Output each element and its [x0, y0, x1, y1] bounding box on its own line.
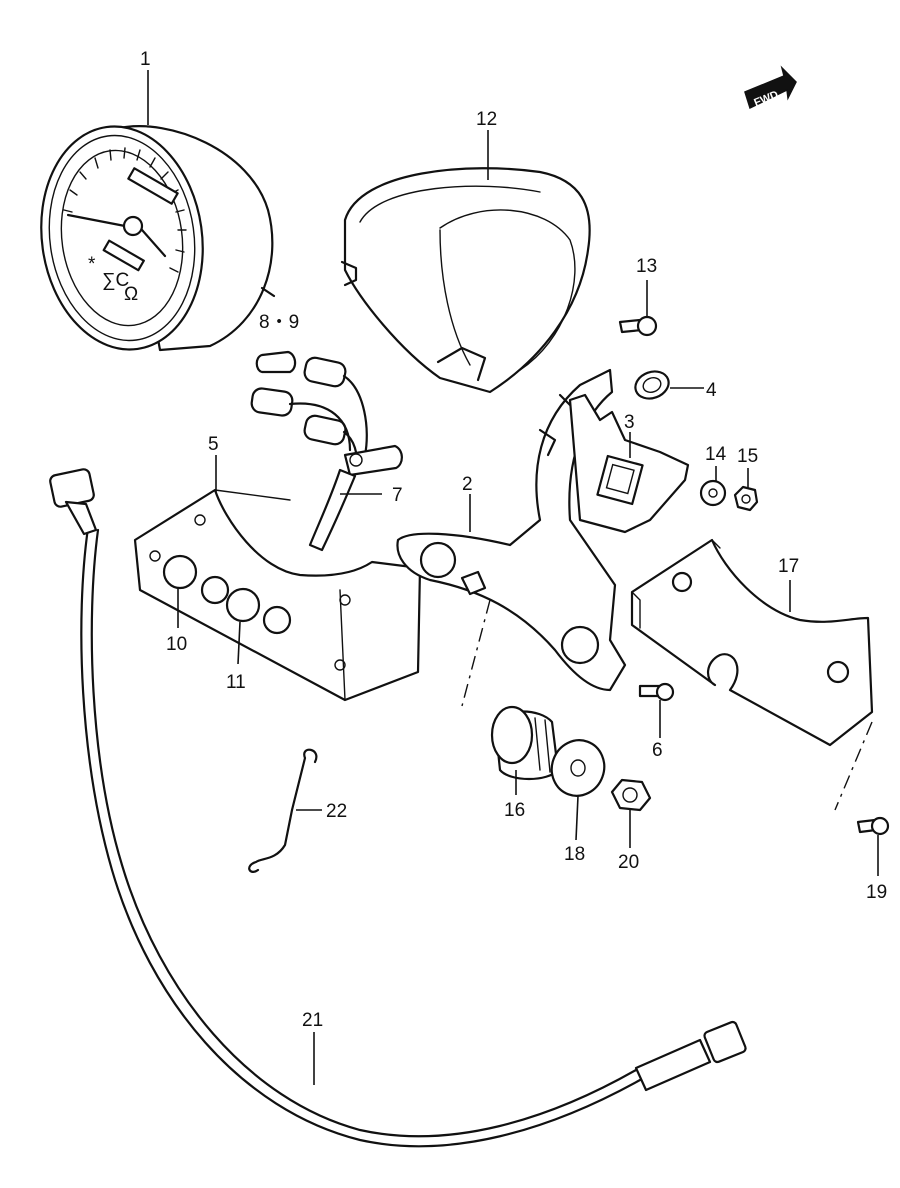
callout-10: 10 [166, 634, 187, 655]
callout-4: 4 [706, 380, 717, 401]
callout-18: 18 [564, 844, 585, 865]
lower-bracket [133, 488, 422, 702]
switch-clip [568, 370, 690, 534]
callout-3: 3 [624, 412, 635, 433]
callout-6: 6 [652, 740, 663, 761]
callout-12: 12 [476, 109, 497, 130]
nut-15 [733, 485, 759, 512]
callout-5: 5 [208, 434, 219, 455]
gauge-cover [340, 167, 591, 394]
washer-14 [699, 479, 727, 507]
assembly-line-19 [834, 721, 873, 811]
callout-8-9: 8・9 [259, 312, 299, 333]
wire-clip-22 [248, 748, 318, 873]
nut-20 [610, 778, 652, 812]
washer-18 [550, 739, 606, 797]
screw-19 [856, 816, 890, 836]
callouts: 1 2 3 4 5 6 7 8・9 10 11 12 13 14 15 16 1… [140, 49, 887, 1031]
callout-20: 20 [618, 852, 639, 873]
assembly-line-16 [461, 599, 491, 707]
main-bracket [396, 368, 627, 692]
svg-text:Ω: Ω [124, 284, 138, 305]
callout-19: 19 [866, 882, 887, 903]
callout-14: 14 [705, 444, 727, 465]
callout-21: 21 [302, 1010, 323, 1031]
speedometer-gauge: * ∑C Ω [40, 125, 276, 352]
speedometer-cable [49, 468, 747, 1148]
screw-6 [638, 682, 675, 702]
fwd-arrow-icon: FWD [744, 65, 797, 109]
cover-plate [630, 538, 874, 747]
callout-17: 17 [778, 556, 799, 577]
bulb-sockets-harness [250, 350, 403, 552]
svg-text:∑C: ∑C [102, 270, 129, 291]
callout-13: 13 [636, 256, 657, 277]
callout-22: 22 [326, 801, 347, 822]
callout-16: 16 [504, 800, 525, 821]
callout-7: 7 [392, 485, 403, 506]
callout-11: 11 [226, 672, 246, 693]
callout-2: 2 [462, 474, 473, 495]
screw-13 [618, 315, 658, 337]
callout-15: 15 [737, 446, 758, 467]
svg-text:*: * [88, 254, 96, 275]
leader-lines [147, 70, 879, 1085]
grommet-16 [490, 705, 560, 780]
callout-1: 1 [140, 49, 151, 70]
